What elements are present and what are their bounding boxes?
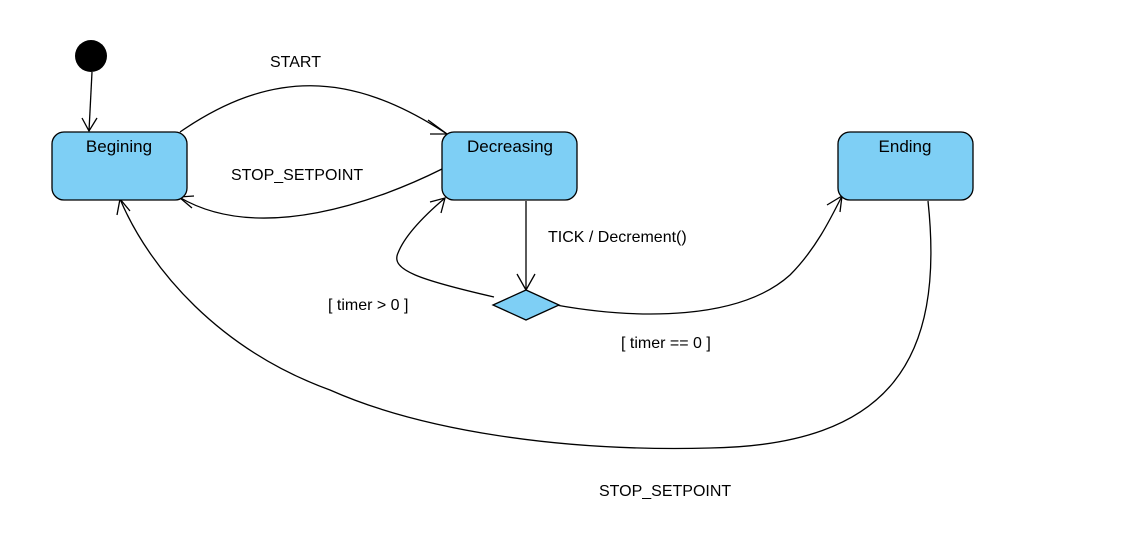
state-ending-label: Ending [879, 137, 932, 156]
label-tick: TICK / Decrement() [548, 229, 687, 246]
state-begining-box [51, 131, 188, 201]
label-start: START [270, 54, 321, 71]
arrowhead-start [427, 119, 449, 135]
edge-start[interactable] [179, 85, 448, 135]
state-ending-box [837, 131, 974, 201]
state-begining[interactable]: Begining [51, 131, 188, 201]
state-decreasing-box [441, 131, 578, 201]
edge-timer-eq-zero[interactable] [555, 195, 843, 315]
edge-stop-setpoint-top[interactable] [178, 168, 443, 219]
state-decreasing-label: Decreasing [467, 137, 553, 156]
label-stop-setpoint-top: STOP_SETPOINT [231, 167, 363, 184]
arrowhead-initial-to-begining [81, 117, 98, 133]
state-begining-label: Begining [86, 137, 152, 156]
state-decreasing[interactable]: Decreasing [441, 131, 578, 201]
state-ending[interactable]: Ending [837, 131, 974, 201]
label-stop-setpoint-bottom: STOP_SETPOINT [599, 483, 731, 500]
choice-node[interactable] [491, 289, 561, 321]
label-timer-gt-zero: [ timer > 0 ] [328, 297, 408, 314]
edge-stop-setpoint-bottom[interactable] [119, 198, 932, 450]
initial-node[interactable] [75, 40, 107, 72]
edge-timer-gt-zero[interactable] [396, 197, 495, 298]
arrowhead-timer-gt-zero [429, 197, 446, 214]
edge-initial-to-begining[interactable] [88, 71, 93, 132]
label-timer-eq-zero: [ timer == 0 ] [621, 335, 711, 352]
